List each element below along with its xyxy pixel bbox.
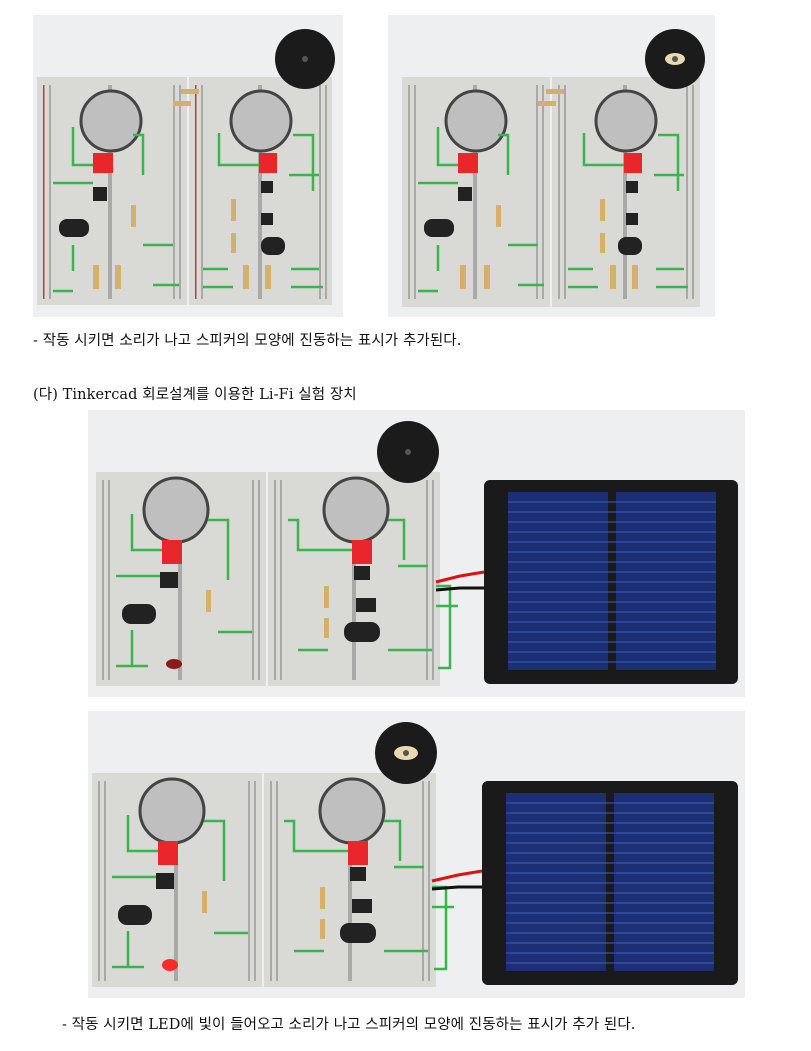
circuit-figure-2 xyxy=(388,15,715,317)
lifi-figure-2 xyxy=(88,711,745,998)
caption-1: - 작동 시키면 소리가 나고 스피커의 모양에 진동하는 표시가 추가된다. xyxy=(33,333,462,349)
breadboard-diagram-2 xyxy=(402,29,705,307)
circuit-figure-1 xyxy=(33,15,343,317)
lifi-figure-1 xyxy=(88,410,745,697)
caption-2: - 작동 시키면 LED에 빛이 들어오고 소리가 나고 스피커의 모양에 진동… xyxy=(62,1017,636,1033)
section-heading: (다) Tinkercad 회로설계를 이용한 Li-Fi 실험 장치 xyxy=(33,387,357,403)
lifi-diagram-1 xyxy=(96,421,738,686)
breadboard-diagram-1 xyxy=(37,29,335,305)
lifi-diagram-2 xyxy=(92,722,738,987)
